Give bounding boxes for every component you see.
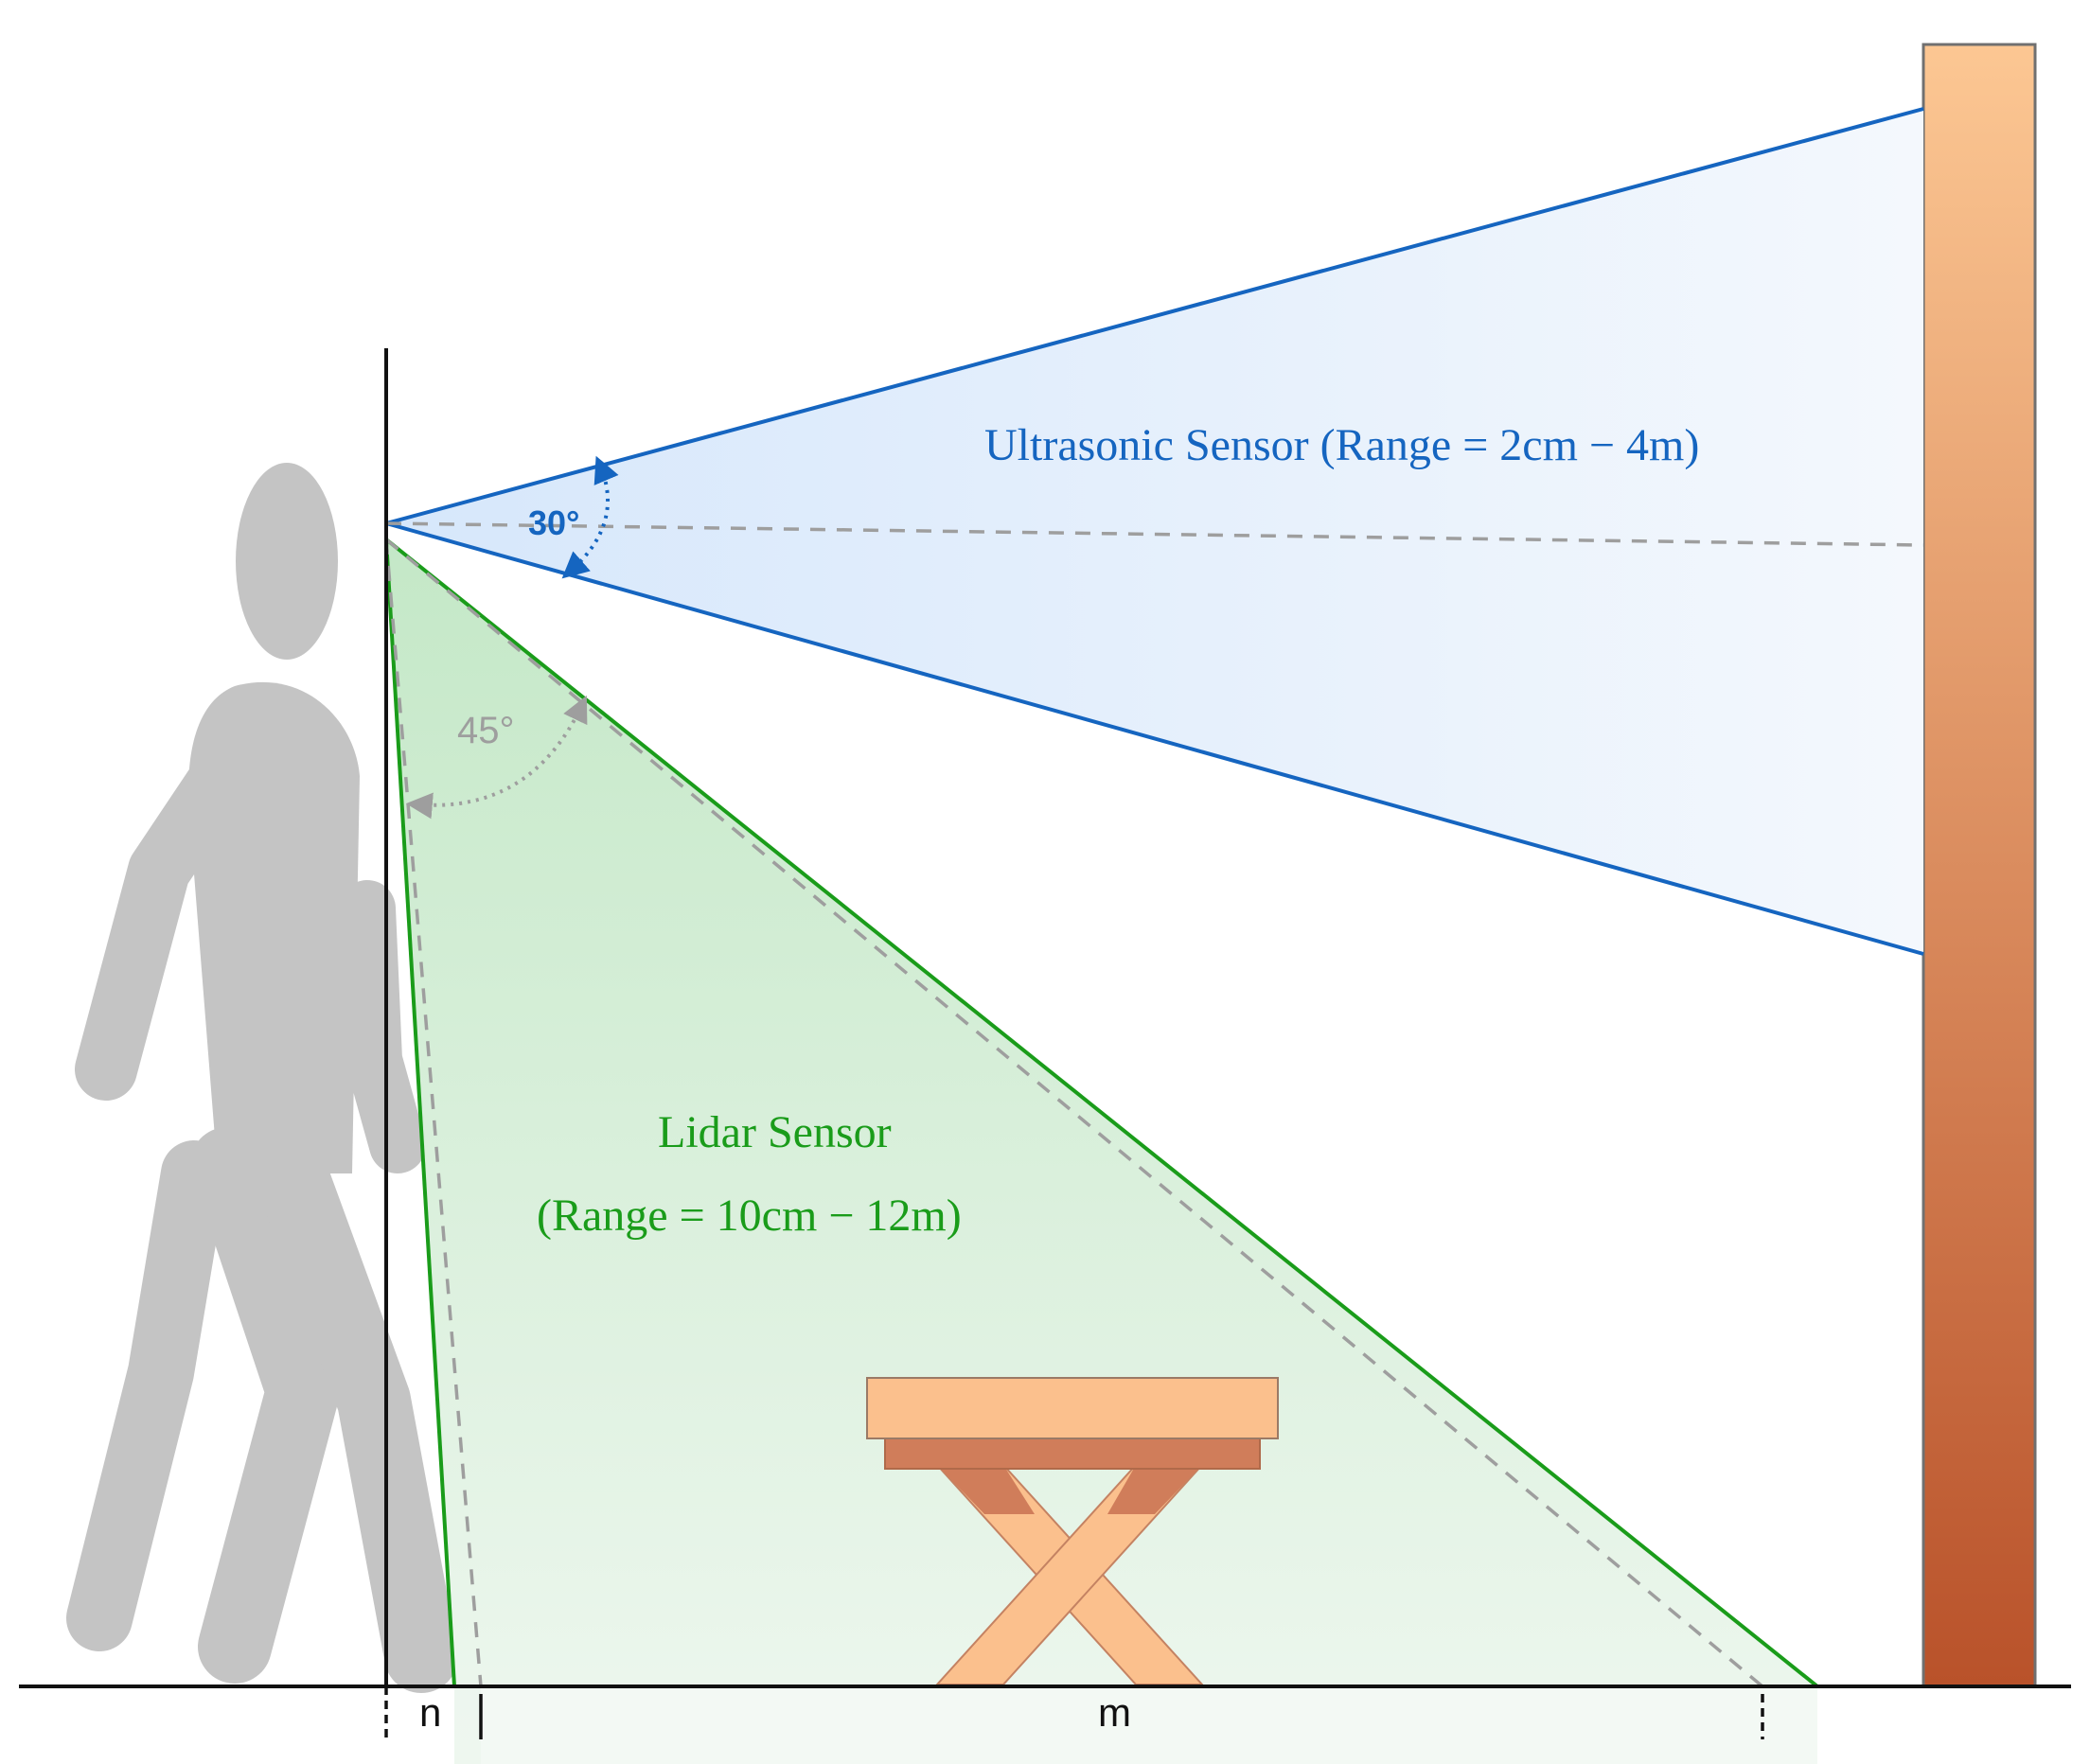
lidar-outer-dashed <box>384 538 1764 1688</box>
table-leg-left-top <box>937 1465 1035 1514</box>
wall-pillar <box>1922 43 2037 1688</box>
lidar-label-line2: (Range = 10cm − 12m) <box>537 1191 962 1241</box>
lidar-below-ground-fill <box>454 1686 1817 1764</box>
lidar-cone-fill <box>386 539 1817 1764</box>
ground-label-n: n <box>419 1690 441 1735</box>
lidar-inner-edge <box>384 538 456 1687</box>
lidar-angle-arc <box>405 695 588 820</box>
lidar-outer-edge <box>384 538 1819 1688</box>
table-top <box>866 1377 1279 1439</box>
ultrasonic-cone-upper-edge <box>385 107 1924 525</box>
lidar-inner-dashed <box>384 538 483 1687</box>
ultrasonic-center-axis <box>385 521 1924 547</box>
table-apron <box>884 1436 1261 1470</box>
person-back-foot <box>66 1140 227 1651</box>
ultrasonic-angle-arc <box>561 455 619 579</box>
ultrasonic-label: Ultrasonic Sensor (Range = 2cm − 4m) <box>984 420 1699 470</box>
person-torso <box>188 681 360 1173</box>
ultrasonic-cone-fill <box>386 109 1923 954</box>
lidar-angle-label: 45° <box>457 710 515 751</box>
table <box>866 1377 1279 1685</box>
ultrasonic-angle-label: 30° <box>528 503 579 542</box>
person-back-leg <box>190 1127 340 1684</box>
table-leg-right-top <box>1107 1465 1202 1514</box>
person-silhouette <box>66 463 458 1693</box>
person-head <box>236 463 338 660</box>
person-front-leg <box>247 1118 458 1693</box>
ultrasonic-cone-lower-edge <box>385 521 1924 956</box>
person-front-arm <box>339 880 426 1173</box>
lidar-label-line1: Lidar Sensor <box>658 1107 892 1157</box>
ground-label-m: m <box>1098 1690 1131 1735</box>
